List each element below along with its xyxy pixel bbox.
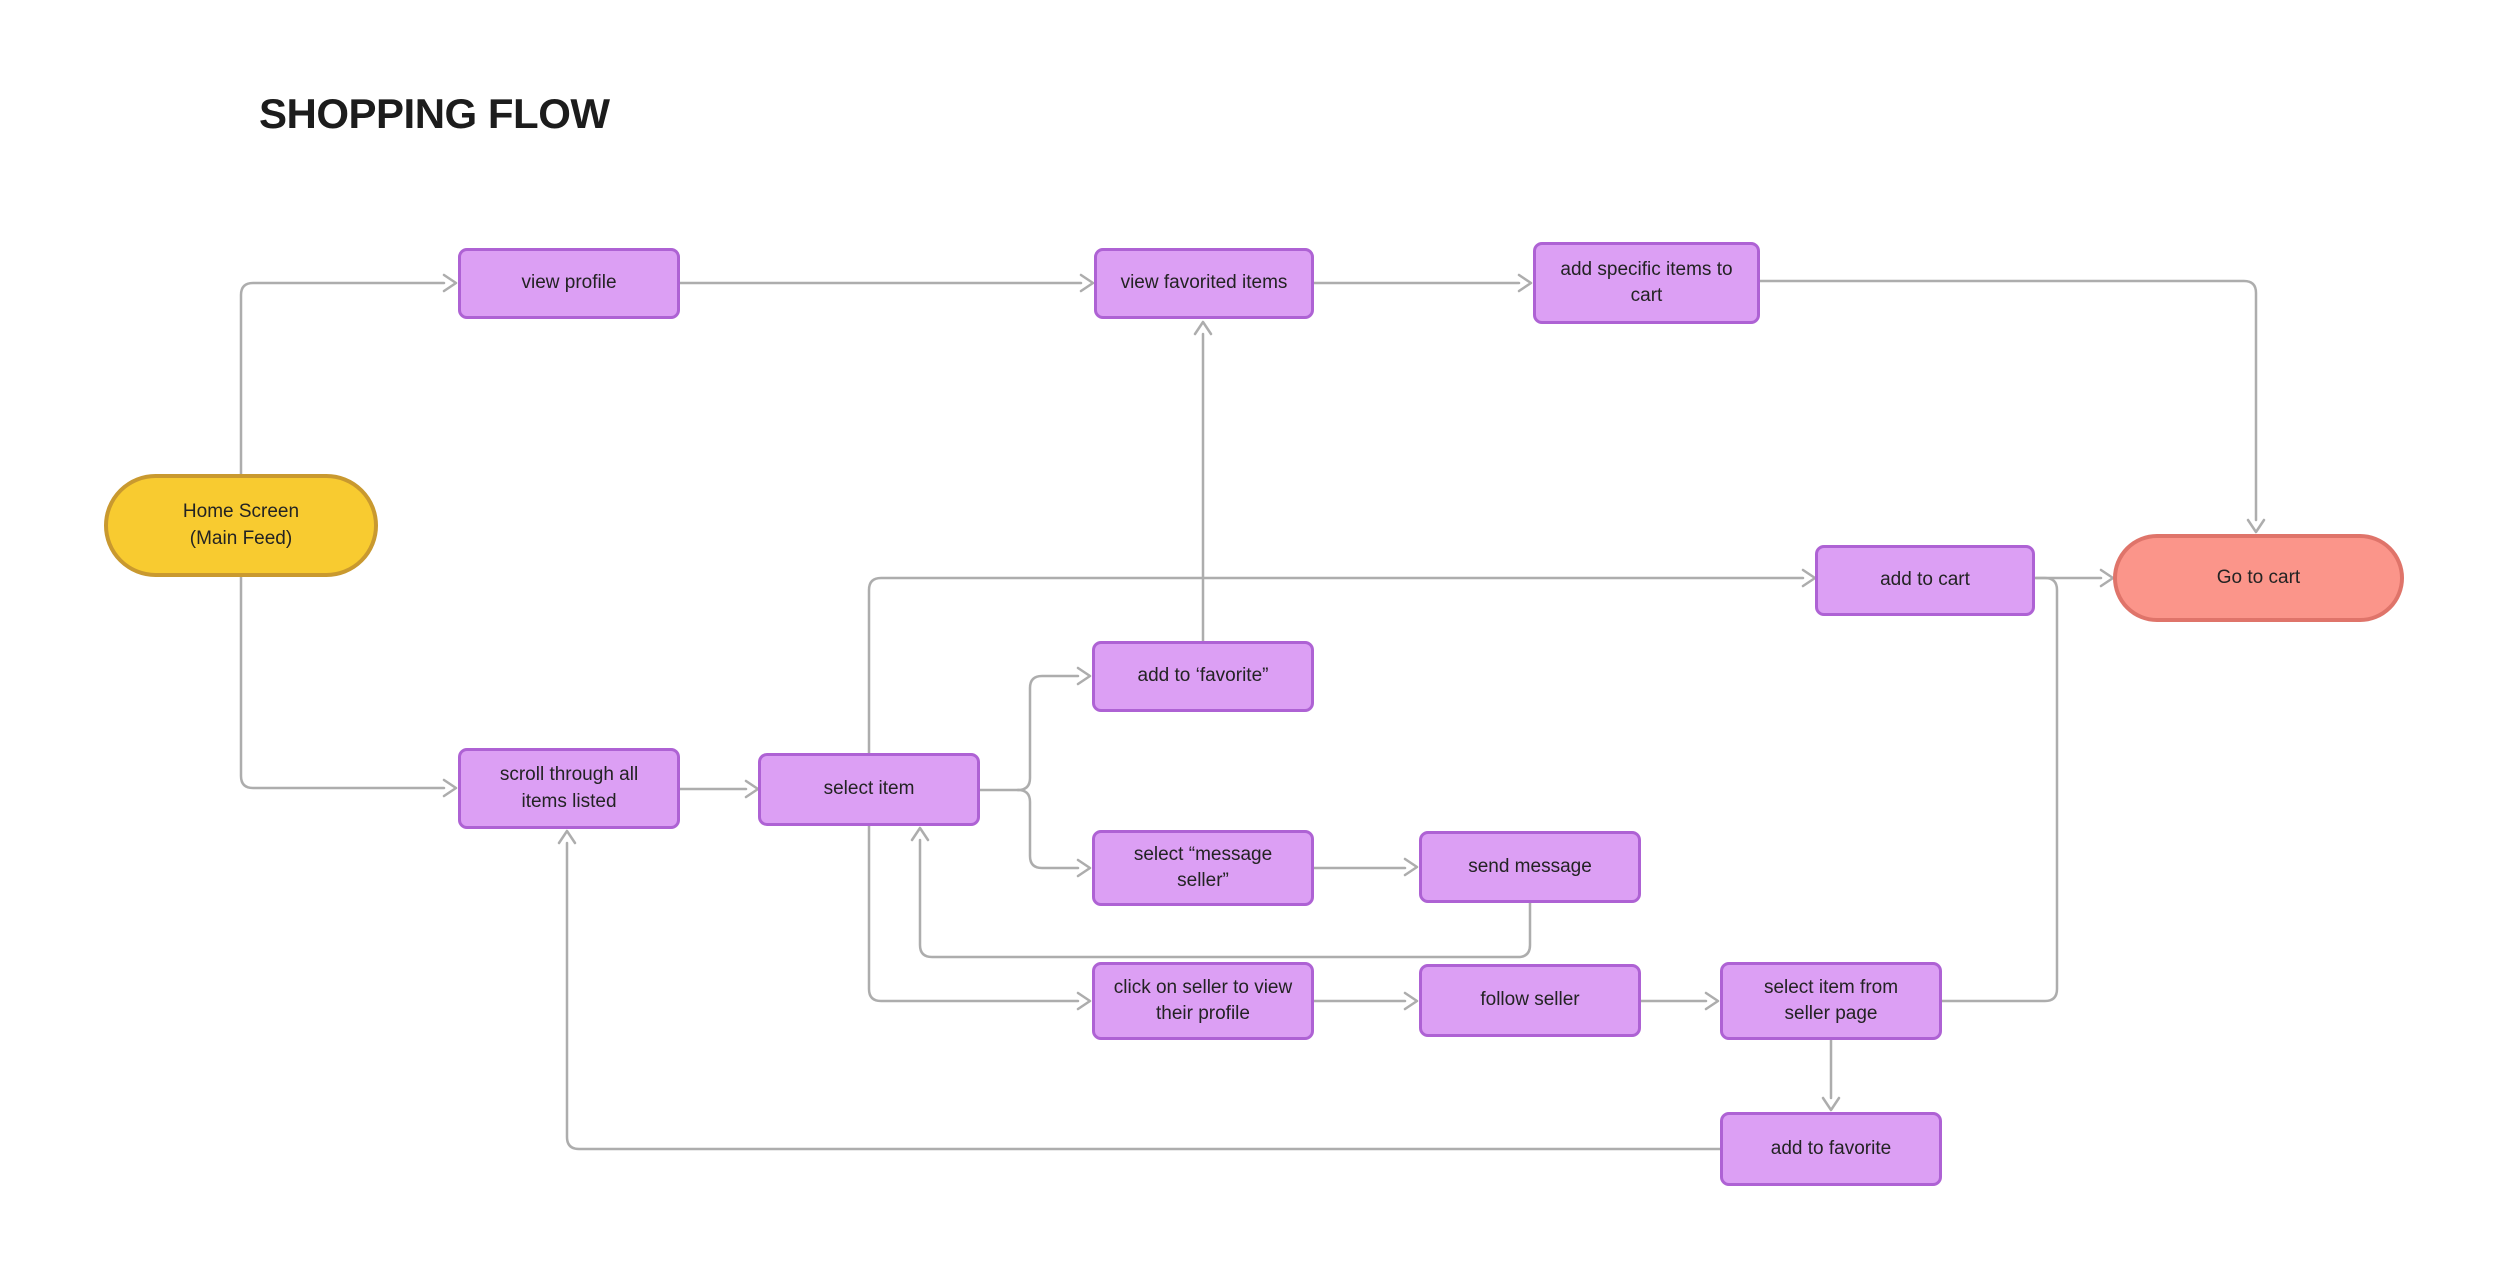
node-select-item[interactable]: select item bbox=[758, 753, 980, 826]
arrowhead-send-message-loop-select-item bbox=[910, 826, 930, 842]
arrowhead-select-item-to-click-seller bbox=[1076, 991, 1092, 1011]
arrowhead-add-favorite-return-to-scroll bbox=[557, 829, 577, 845]
arrowhead-scroll-to-select-item bbox=[744, 779, 760, 799]
edge-add-favorite-return-to-scroll bbox=[565, 841, 1722, 1151]
edge-seller-page-merge-to-cart bbox=[1940, 576, 2059, 1003]
arrowhead-seller-page-to-add-favorite bbox=[1821, 1096, 1841, 1112]
node-select-item-seller-page[interactable]: select item from seller page bbox=[1720, 962, 1942, 1040]
edge-add-specific-to-go-to-cart bbox=[1758, 279, 2258, 522]
arrowhead-click-seller-to-follow bbox=[1403, 991, 1419, 1011]
node-go-to-cart[interactable]: Go to cart bbox=[2113, 534, 2404, 622]
edge-select-item-to-add-to-cart bbox=[867, 576, 1805, 755]
edge-select-item-to-add-favorite bbox=[1016, 674, 1080, 792]
node-scroll-through-items[interactable]: scroll through all items listed bbox=[458, 748, 680, 829]
edge-select-item-to-message-seller bbox=[1016, 788, 1080, 870]
arrowhead-select-item-to-add-favorite bbox=[1076, 666, 1092, 686]
node-view-favorited-items[interactable]: view favorited items bbox=[1094, 248, 1314, 319]
arrowhead-home-to-view-profile bbox=[442, 273, 458, 293]
node-send-message[interactable]: send message bbox=[1419, 831, 1641, 903]
edge-home-to-view-profile bbox=[239, 281, 446, 476]
node-click-on-seller[interactable]: click on seller to view their profile bbox=[1092, 962, 1314, 1040]
node-follow-seller[interactable]: follow seller bbox=[1419, 964, 1641, 1037]
arrowhead-home-to-scroll bbox=[442, 778, 458, 798]
node-select-message-seller[interactable]: select “message seller” bbox=[1092, 830, 1314, 906]
node-view-profile[interactable]: view profile bbox=[458, 248, 680, 319]
node-add-specific-items[interactable]: add specific items to cart bbox=[1533, 242, 1760, 324]
node-add-to-favorite[interactable]: add to favorite bbox=[1720, 1112, 1942, 1186]
arrowhead-add-to-cart-to-go-to-cart bbox=[2099, 568, 2115, 588]
page-title: SHOPPING FLOW bbox=[259, 90, 610, 137]
arrowhead-message-seller-to-send bbox=[1403, 857, 1419, 877]
edge-send-message-loop-select-item bbox=[918, 838, 1532, 959]
arrowhead-select-item-to-add-to-cart bbox=[1801, 568, 1817, 588]
arrowhead-add-favorite-to-favorited bbox=[1193, 320, 1213, 336]
edge-select-item-to-click-seller bbox=[867, 824, 1080, 1003]
arrowhead-select-item-to-message-seller bbox=[1076, 858, 1092, 878]
arrowhead-favorited-to-add-specific bbox=[1517, 273, 1533, 293]
edge-home-to-scroll bbox=[239, 575, 446, 790]
arrowhead-add-specific-to-go-to-cart bbox=[2246, 518, 2266, 534]
node-add-to-favorite-quoted[interactable]: add to ‘favorite” bbox=[1092, 641, 1314, 712]
node-home-screen[interactable]: Home Screen (Main Feed) bbox=[104, 474, 378, 577]
node-add-to-cart[interactable]: add to cart bbox=[1815, 545, 2035, 616]
arrowhead-follow-to-seller-page bbox=[1704, 991, 1720, 1011]
arrowhead-view-profile-to-favorited bbox=[1079, 273, 1095, 293]
